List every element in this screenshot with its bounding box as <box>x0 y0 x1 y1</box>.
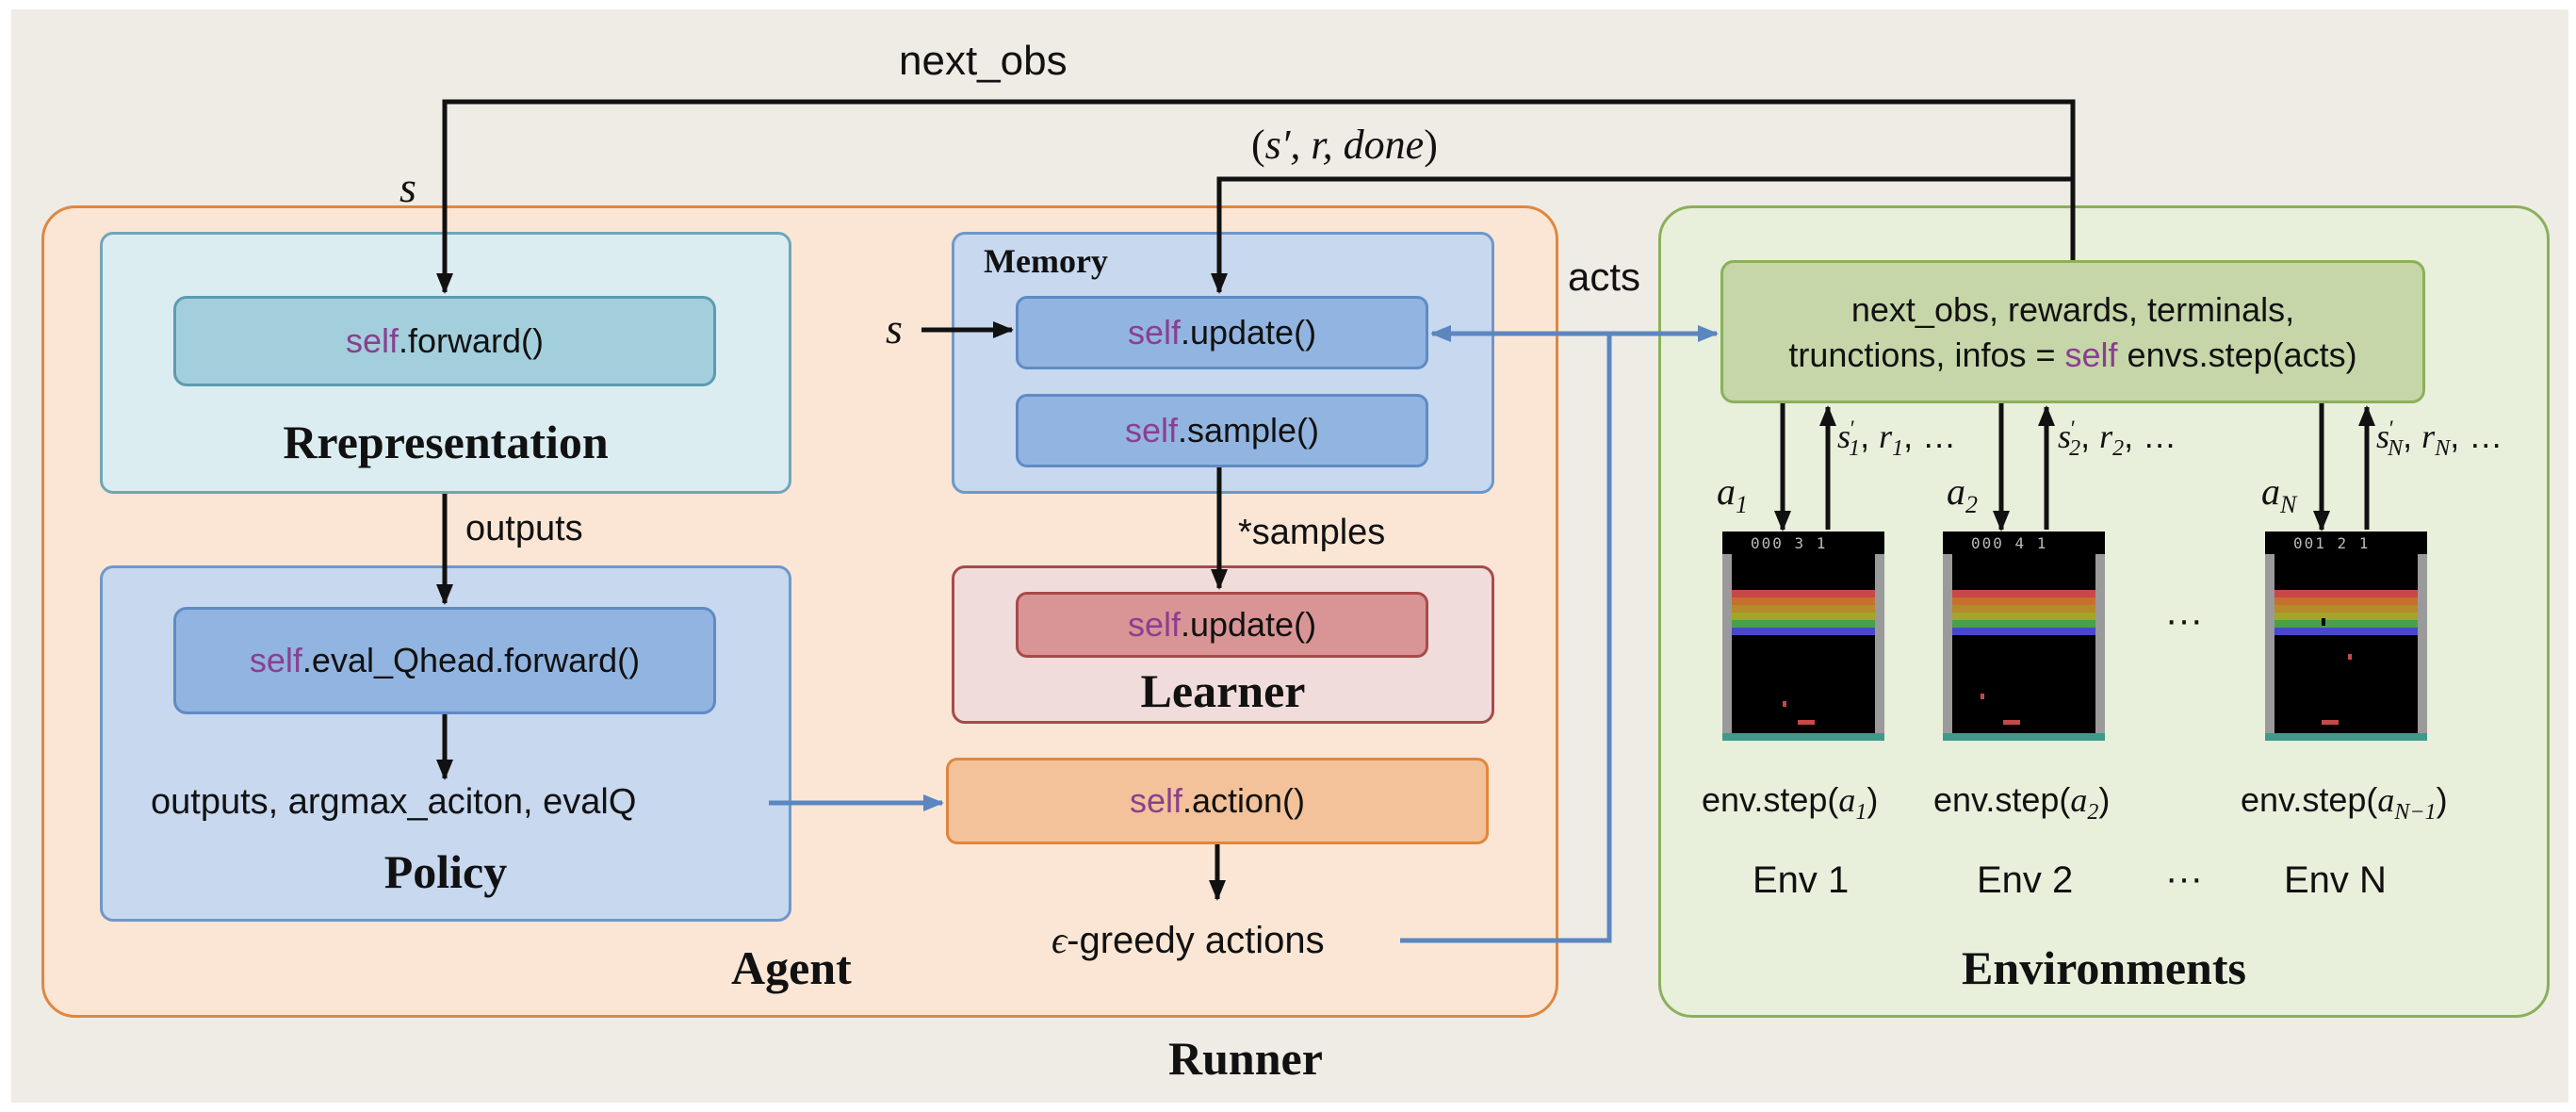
envN-name: Env N <box>2284 859 2387 901</box>
env2-action-label: a2 <box>1947 470 1978 518</box>
action-button: self.action() <box>946 758 1489 844</box>
fn-call: .action() <box>1182 781 1306 820</box>
memory-sample-button: self.sample() <box>1016 394 1428 467</box>
env2-game-screen: 000 4 1 <box>1943 531 2105 741</box>
label-transition: (s′, r, done) <box>1251 122 1438 168</box>
self-keyword: self <box>1127 313 1181 352</box>
learner-update-button: self.update() <box>1016 592 1428 658</box>
representation-title: Rrepresentation <box>283 416 609 468</box>
edge-acts <box>1400 325 1719 943</box>
envN-game-screen: 001 2 1 <box>2265 531 2427 741</box>
learner-title: Learner <box>1140 664 1306 717</box>
environments-title: Environments <box>1962 941 2246 994</box>
label-s-memory: s <box>886 304 903 352</box>
epsilon-symbol: ϵ <box>1052 919 1068 961</box>
self-keyword: self <box>1127 605 1181 644</box>
memory-title: Memory <box>984 242 1108 280</box>
fn-call: .forward() <box>399 321 545 360</box>
policy-title: Policy <box>383 845 508 898</box>
edge-transition <box>1211 176 2073 294</box>
label-s-top: s <box>399 163 416 211</box>
env-step-box: next_obs, rewards, terminals, trunctions… <box>1720 260 2425 403</box>
label-next-obs: next_obs <box>899 38 1068 84</box>
fn-call: .eval_Qhead.forward() <box>302 641 641 679</box>
env1-step-label: env.step(a1) <box>1702 780 1879 826</box>
env-step-line1: next_obs, rewards, terminals, <box>1850 290 2295 329</box>
runner-title: Runner <box>1168 1032 1323 1085</box>
env1-name: Env 1 <box>1753 859 1850 901</box>
self-keyword: self <box>249 641 302 679</box>
self-keyword: self <box>1129 781 1182 820</box>
policy-forward-button: self.eval_Qhead.forward() <box>173 607 716 714</box>
epsilon-greedy-text: -greedy actions <box>1067 920 1325 961</box>
policy-output-text: outputs, argmax_aciton, evalQ <box>151 782 637 822</box>
env-ellipsis-names: ··· <box>2165 858 2203 899</box>
env1-feedback-label: s′1s, r1, … <box>1837 417 1957 462</box>
label-samples: *samples <box>1238 513 1386 552</box>
self-keyword: self <box>345 321 399 360</box>
env1-action-label: a1 <box>1717 470 1748 518</box>
env1-game-screen: 000 3 1 <box>1722 531 1884 741</box>
env2-feedback-label: s′2, r2, … <box>2058 417 2177 462</box>
representation-forward-button: self.forward() <box>173 296 716 386</box>
epsilon-greedy-label: ϵ-greedy actions <box>1052 918 1325 962</box>
agent-title: Agent <box>731 941 852 994</box>
envN-step-label: env.step(aN−1) <box>2241 780 2448 826</box>
label-acts: acts <box>1568 254 1641 299</box>
env-step-line2: trunctions, infos = self envs.step(acts) <box>1788 335 2357 374</box>
label-outputs: outputs <box>465 509 583 548</box>
env-ellipsis-screens: ··· <box>2165 599 2203 641</box>
memory-update-button: self.update() <box>1016 296 1428 369</box>
fn-call: .update() <box>1180 313 1317 352</box>
env2-step-label: env.step(a2) <box>1933 780 2111 826</box>
fn-call: .sample() <box>1178 411 1320 450</box>
envN-feedback-label: s′N, rN, … <box>2376 417 2503 462</box>
envN-action-label: aN <box>2261 470 2297 518</box>
env2-name: Env 2 <box>1977 859 2074 901</box>
fn-call: .update() <box>1180 605 1317 644</box>
self-keyword: self <box>1124 411 1178 450</box>
